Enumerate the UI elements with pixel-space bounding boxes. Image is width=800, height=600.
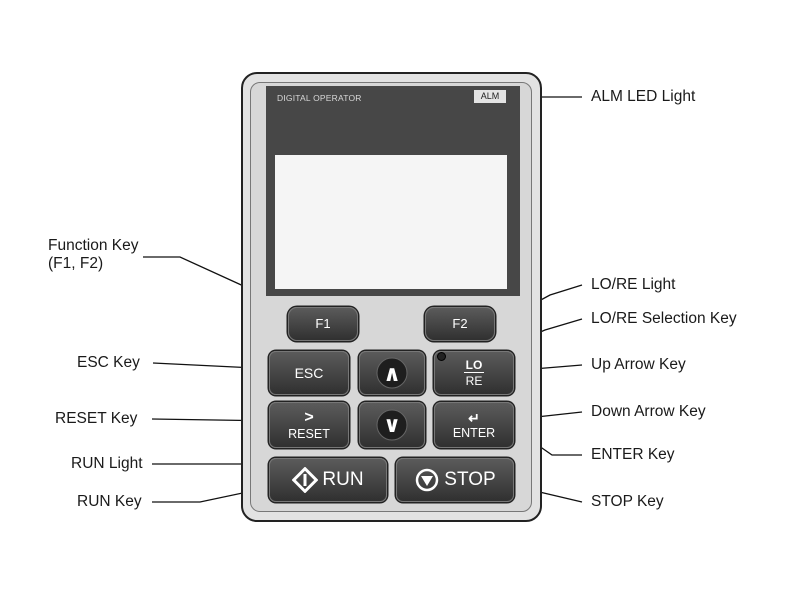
up-arrow-icon: ∧ — [376, 357, 408, 389]
callout-function-key-line2: (F1, F2) — [48, 255, 104, 272]
callout-function-key-line1: Function Key — [48, 237, 139, 254]
reset-key[interactable]: > RESET — [269, 402, 349, 448]
esc-key-label: ESC — [294, 365, 324, 381]
f1-key-label: F1 — [315, 316, 331, 331]
callout-lore-selection-key: LO/RE Selection Key — [591, 310, 737, 327]
callout-up-arrow-key: Up Arrow Key — [591, 356, 686, 373]
f2-key-label: F2 — [452, 316, 468, 331]
callout-alm-led-light: ALM LED Light — [591, 88, 696, 105]
down-arrow-key[interactable]: ∨ — [359, 402, 425, 448]
callout-esc-key: ESC Key — [77, 354, 140, 371]
lore-selection-key[interactable]: LO RE — [434, 351, 514, 395]
f2-key[interactable]: F2 — [425, 307, 495, 341]
enter-icon: ↵ — [468, 409, 480, 426]
lore-light — [437, 352, 446, 361]
esc-key[interactable]: ESC — [269, 351, 349, 395]
callout-run-light: RUN Light — [71, 455, 143, 472]
callout-stop-key: STOP Key — [591, 493, 664, 510]
run-key[interactable]: RUN — [269, 458, 387, 502]
stop-key-label: STOP — [444, 469, 496, 490]
lore-key-lo-label: LO — [463, 358, 485, 373]
stop-icon — [416, 468, 439, 492]
up-arrow-key[interactable]: ∧ — [359, 351, 425, 395]
alm-led-light: ALM — [474, 90, 506, 103]
run-key-label: RUN — [322, 469, 364, 490]
f1-key[interactable]: F1 — [288, 307, 358, 341]
run-icon — [292, 467, 319, 493]
lcd-screen — [275, 155, 507, 289]
callout-lore-light: LO/RE Light — [591, 276, 676, 293]
stop-key[interactable]: STOP — [396, 458, 514, 502]
enter-key[interactable]: ↵ ENTER — [434, 402, 514, 448]
callout-down-arrow-key: Down Arrow Key — [591, 403, 706, 420]
callout-function-key: Function Key (F1, F2) — [48, 237, 138, 273]
svg-text:∧: ∧ — [383, 362, 401, 387]
reset-key-label: RESET — [288, 426, 330, 441]
right-arrow-icon: > — [304, 408, 314, 426]
down-arrow-icon: ∨ — [376, 409, 408, 441]
enter-key-label: ENTER — [452, 425, 496, 440]
callout-run-key: RUN Key — [77, 493, 142, 510]
lore-key-re-label: RE — [465, 374, 483, 388]
callout-enter-key: ENTER Key — [591, 446, 675, 463]
callout-reset-key: RESET Key — [55, 410, 138, 427]
panel-title: DIGITAL OPERATOR — [277, 93, 362, 103]
svg-text:∨: ∨ — [383, 413, 401, 438]
